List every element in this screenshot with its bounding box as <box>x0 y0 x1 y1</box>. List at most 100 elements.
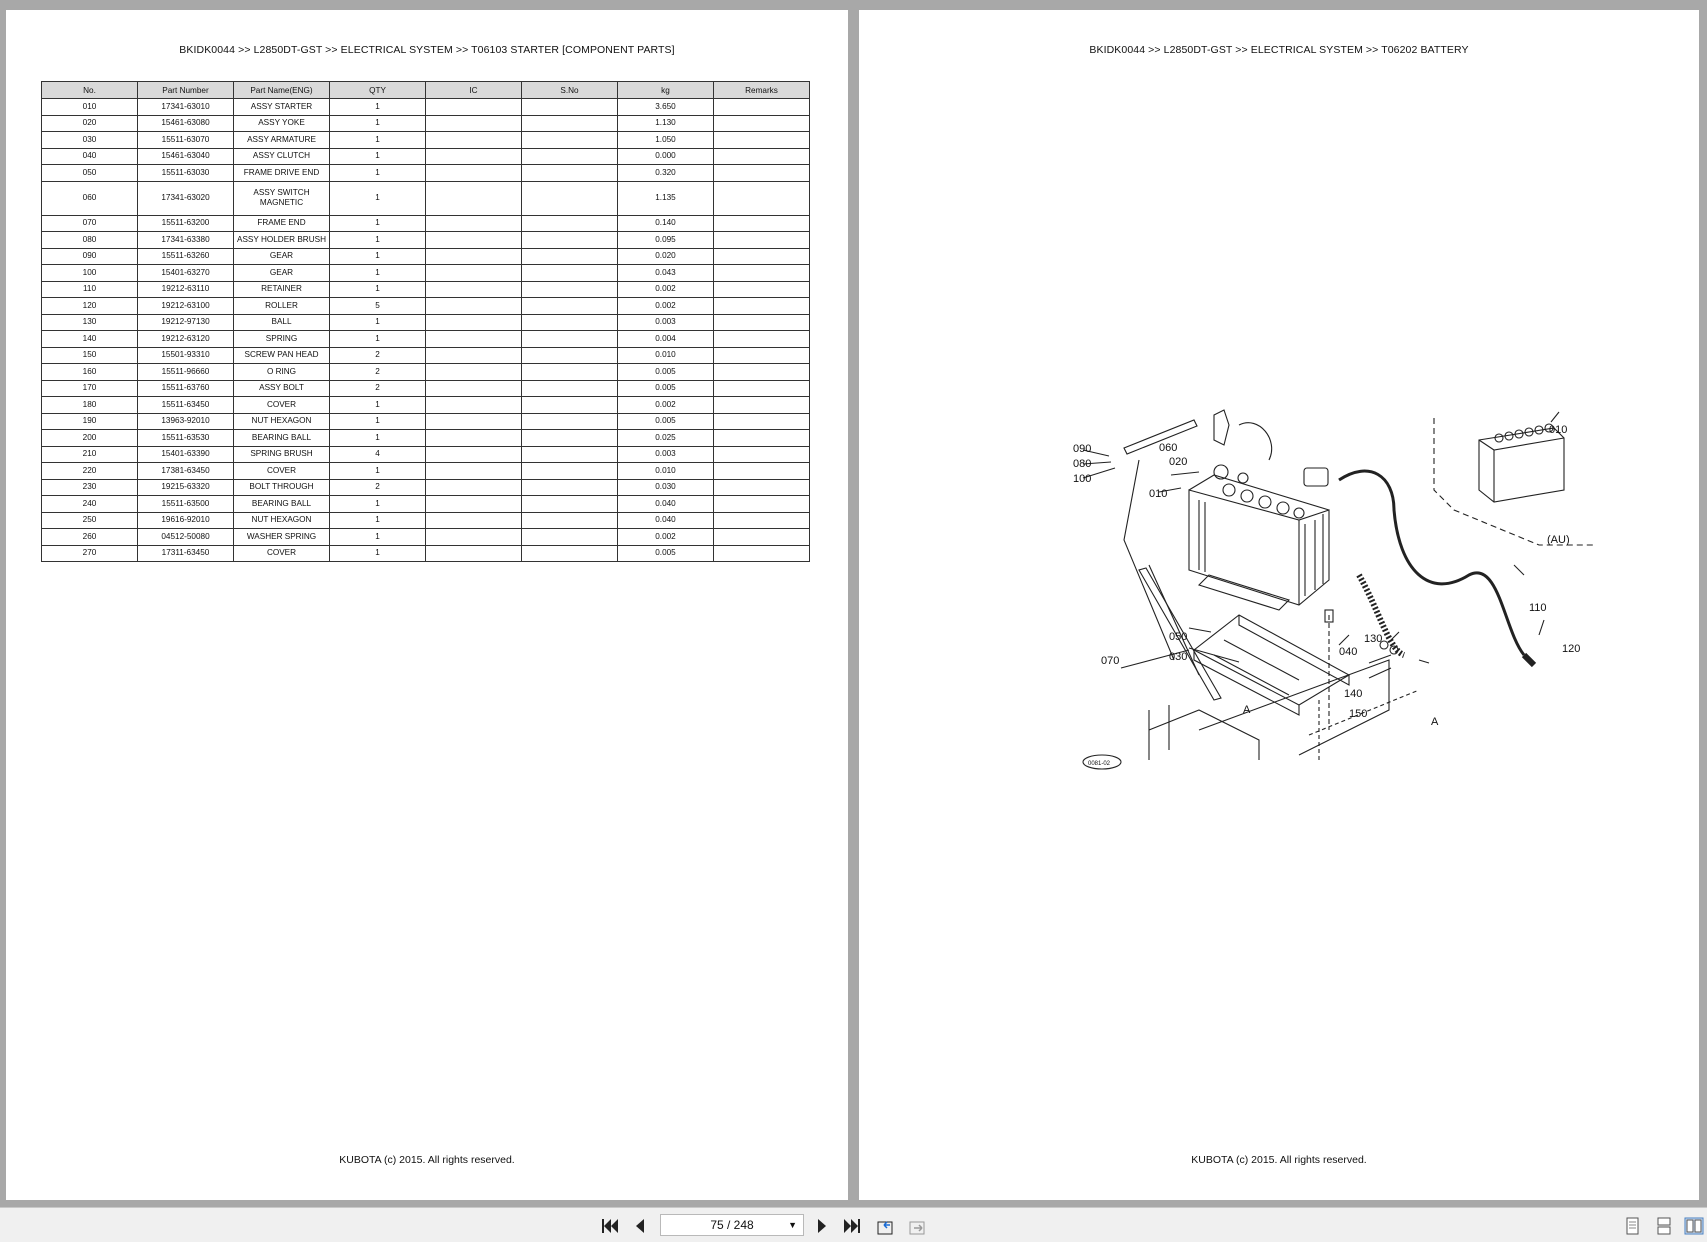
table-cell: 010 <box>41 98 138 116</box>
battery-exploded-diagram: 060 090 080 100 020 010 010 (AU) 110 120… <box>1073 409 1594 770</box>
footer-copyright: KUBOTA (c) 2015. All rights reserved. <box>1191 1154 1367 1166</box>
table-cell <box>425 114 522 132</box>
svg-text:090: 090 <box>1073 443 1091 455</box>
table-cell: 240 <box>41 495 138 513</box>
svg-text:140: 140 <box>1344 688 1362 700</box>
table-cell: 5 <box>329 297 426 315</box>
table-cell: 0.095 <box>617 231 714 249</box>
table-cell: 1 <box>329 544 426 562</box>
table-cell <box>713 511 810 529</box>
svg-text:110: 110 <box>1529 602 1547 614</box>
table-cell: 060 <box>41 180 138 216</box>
table-cell <box>521 164 618 182</box>
table-cell: 19212-97130 <box>137 313 234 331</box>
table-cell <box>713 98 810 116</box>
table-cell: 15511-63500 <box>137 495 234 513</box>
table-cell: 15511-63530 <box>137 429 234 447</box>
next-view-icon[interactable] <box>908 1217 928 1235</box>
table-cell <box>521 330 618 348</box>
prev-page-icon[interactable] <box>630 1217 650 1235</box>
table-cell: 0.002 <box>617 280 714 298</box>
table-cell: 17311-63450 <box>137 544 234 562</box>
table-cell: 3.650 <box>617 98 714 116</box>
svg-text:040: 040 <box>1339 646 1357 658</box>
table-cell: 2 <box>329 379 426 397</box>
table-cell: ASSY SWITCH MAGNETIC <box>233 180 330 216</box>
table-cell: 0.005 <box>617 412 714 430</box>
table-cell: 1.130 <box>617 114 714 132</box>
table-cell: RETAINER <box>233 280 330 298</box>
table-cell: 1 <box>329 214 426 232</box>
first-page-icon[interactable] <box>600 1217 620 1235</box>
table-cell <box>521 180 618 216</box>
svg-text:070: 070 <box>1101 655 1119 667</box>
table-cell <box>425 180 522 216</box>
column-header: QTY <box>329 81 426 99</box>
table-cell: 1 <box>329 313 426 331</box>
table-cell: 260 <box>41 528 138 546</box>
table-cell: BALL <box>233 313 330 331</box>
table-cell <box>425 264 522 282</box>
table-cell: 19212-63110 <box>137 280 234 298</box>
table-cell: 0.002 <box>617 396 714 414</box>
column-header: Part Name(ENG) <box>233 81 330 99</box>
svg-text:120: 120 <box>1562 643 1580 655</box>
table-cell: 160 <box>41 363 138 381</box>
table-cell <box>521 544 618 562</box>
table-cell <box>713 445 810 463</box>
two-page-icon[interactable] <box>1684 1217 1704 1235</box>
table-cell: 15511-63760 <box>137 379 234 397</box>
table-cell: 140 <box>41 330 138 348</box>
table-cell <box>521 131 618 149</box>
table-cell <box>713 379 810 397</box>
table-cell: 1 <box>329 511 426 529</box>
table-cell: ASSY BOLT <box>233 379 330 397</box>
table-cell <box>521 147 618 165</box>
table-cell: 0.002 <box>617 297 714 315</box>
table-cell: 0.025 <box>617 429 714 447</box>
table-cell: 1 <box>329 280 426 298</box>
table-cell: 15511-63450 <box>137 396 234 414</box>
table-cell: 2 <box>329 363 426 381</box>
prev-view-icon[interactable] <box>876 1217 896 1235</box>
table-cell: 1 <box>329 231 426 249</box>
table-cell: BEARING BALL <box>233 495 330 513</box>
footer-copyright: KUBOTA (c) 2015. All rights reserved. <box>339 1154 515 1166</box>
table-cell: ASSY ARMATURE <box>233 131 330 149</box>
table-cell: 0.140 <box>617 214 714 232</box>
table-cell: 15511-63260 <box>137 247 234 265</box>
table-cell <box>521 346 618 364</box>
table-cell: 2 <box>329 478 426 496</box>
table-cell: 0.030 <box>617 478 714 496</box>
table-cell: 0.004 <box>617 330 714 348</box>
table-cell <box>425 164 522 182</box>
table-cell <box>713 214 810 232</box>
page-number-input[interactable]: 75 / 248 ▼ <box>660 1214 804 1236</box>
next-page-icon[interactable] <box>812 1217 832 1235</box>
chevron-down-icon[interactable]: ▼ <box>788 1220 797 1230</box>
svg-text:A: A <box>1243 704 1251 716</box>
table-cell: 0.003 <box>617 445 714 463</box>
table-cell: 17341-63020 <box>137 180 234 216</box>
table-cell: 1.050 <box>617 131 714 149</box>
table-cell: 1 <box>329 98 426 116</box>
svg-text:150: 150 <box>1349 708 1367 720</box>
table-cell: 0.043 <box>617 264 714 282</box>
table-cell: ASSY CLUTCH <box>233 147 330 165</box>
table-cell <box>425 544 522 562</box>
table-cell: 0.020 <box>617 247 714 265</box>
table-cell <box>425 379 522 397</box>
table-cell <box>425 231 522 249</box>
table-cell <box>713 247 810 265</box>
continuous-icon[interactable] <box>1654 1217 1674 1235</box>
table-cell <box>713 346 810 364</box>
last-page-icon[interactable] <box>842 1217 862 1235</box>
single-page-icon[interactable] <box>1622 1217 1642 1235</box>
